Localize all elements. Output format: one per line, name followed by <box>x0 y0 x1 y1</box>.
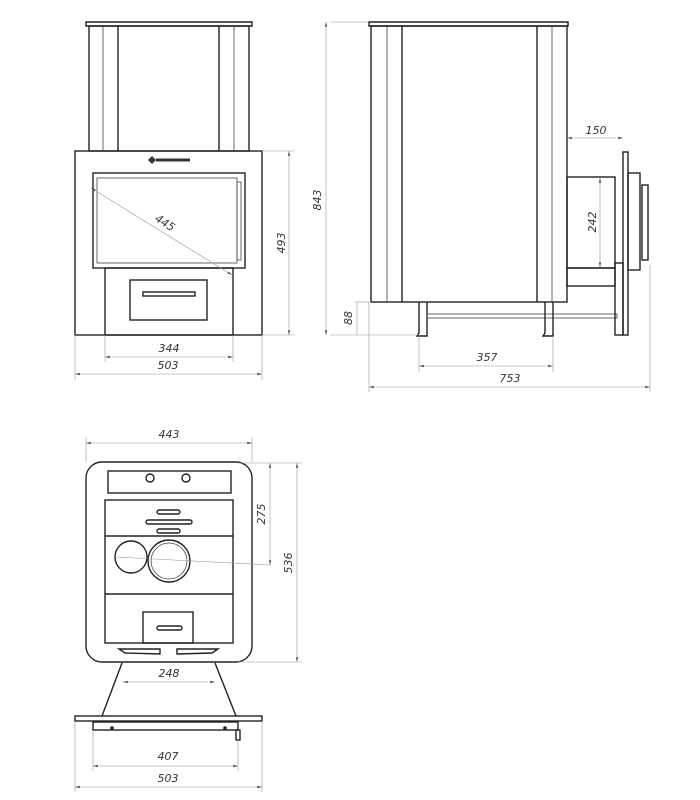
dim-front-width: 503 <box>158 359 179 372</box>
dim-front-inner-width: 344 <box>159 342 180 355</box>
rear-leg <box>541 302 554 337</box>
dim-depth: 753 <box>500 372 521 385</box>
chimney-hole <box>147 539 191 583</box>
foot-tab <box>116 648 161 655</box>
ash-tunnel <box>566 267 616 287</box>
body-side <box>370 25 568 303</box>
dim-body-depth: 536 <box>282 553 295 574</box>
body-top <box>85 461 253 663</box>
dim-top-leg-span: 248 <box>159 667 180 680</box>
front-leg <box>415 302 428 337</box>
side-door <box>627 172 641 271</box>
dim-leg-height: 88 <box>342 311 355 325</box>
top-view: 443 275 536 248 407 503 <box>74 428 302 792</box>
bolt-hole <box>145 473 155 483</box>
ash-area <box>104 267 234 336</box>
firebox-front <box>74 150 263 336</box>
top-cap <box>368 21 569 27</box>
front-plate <box>622 151 629 336</box>
dim-plate-inner: 407 <box>158 750 179 763</box>
top-slot <box>107 470 232 494</box>
dim-diagonal: 445 <box>153 212 178 234</box>
ash-pan <box>92 721 239 731</box>
front-view: 445 493 344 503 <box>74 21 295 380</box>
dim-front-height: 493 <box>275 233 288 254</box>
side-door-handle <box>641 184 649 261</box>
knob <box>235 729 241 741</box>
small-door <box>142 611 194 644</box>
dim-tunnel-length: 150 <box>586 124 607 137</box>
tank <box>88 25 250 152</box>
bolt-hole <box>181 473 191 483</box>
dim-hole-offset: 275 <box>255 504 268 525</box>
ash-drawer <box>129 279 208 321</box>
dim-plate-width: 503 <box>158 772 179 785</box>
top-cap <box>85 21 253 27</box>
base-rail <box>426 313 618 319</box>
dim-total-height: 843 <box>311 190 324 211</box>
side-view: 843 88 150 242 357 753 <box>311 21 651 392</box>
base-plate <box>74 715 263 722</box>
foot-tab <box>176 648 221 655</box>
dim-tunnel-height: 242 <box>586 212 599 233</box>
dim-leg-span: 357 <box>477 351 498 364</box>
dim-body-width: 443 <box>159 428 180 441</box>
door-handle <box>236 181 242 261</box>
ash-drawer-handle <box>142 291 196 297</box>
logo <box>148 156 190 164</box>
lower-plate <box>614 262 624 336</box>
